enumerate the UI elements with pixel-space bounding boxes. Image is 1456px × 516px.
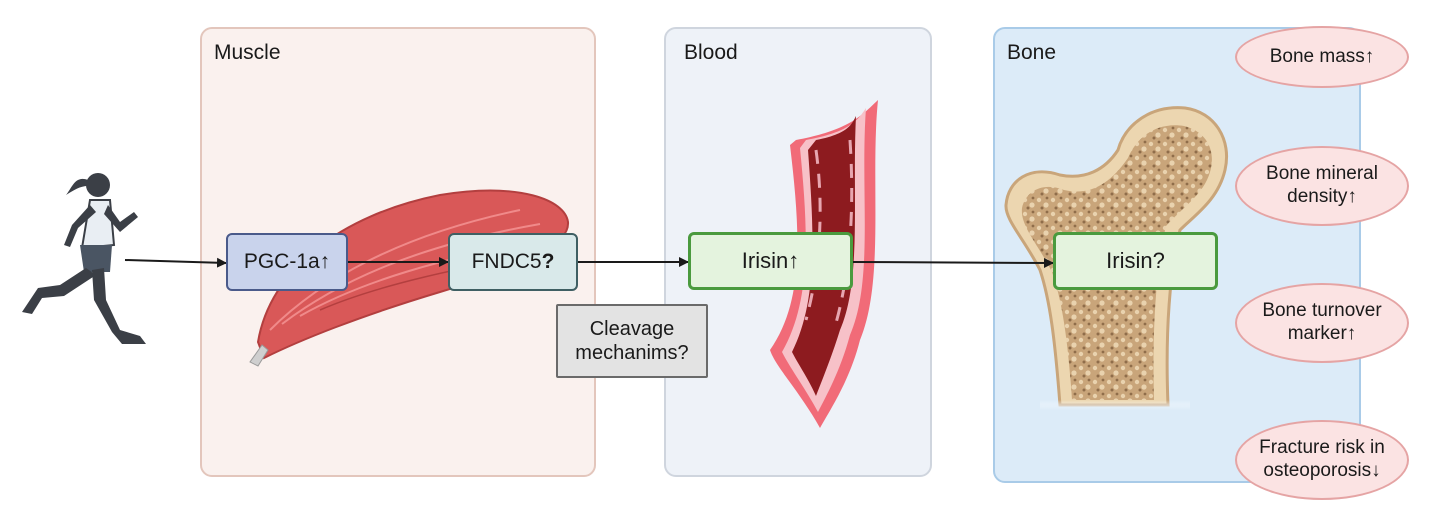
- outcome-bmd-label: Bone mineral density↑: [1266, 163, 1378, 207]
- cleavage-label: Cleavage mechanims?: [575, 318, 689, 364]
- muscle-panel-title: Muscle: [214, 41, 281, 64]
- outcome-bone-mass-label: Bone mass↑: [1269, 45, 1375, 67]
- bone-panel-title: Bone: [1007, 41, 1057, 64]
- cleavage-node: Cleavage mechanims?: [556, 304, 708, 378]
- fndc5-node: FNDC5?: [448, 233, 578, 291]
- muscle-illustration: [249, 189, 570, 367]
- fndc5-question-mark: ?: [541, 250, 555, 274]
- irisin-bone-node: Irisin?: [1053, 232, 1218, 290]
- irisin-blood-node: Irisin↑: [688, 232, 853, 290]
- outcome-fracture-label: Fracture risk in osteoporosis↓: [1259, 437, 1385, 481]
- blood-panel-title: Blood: [684, 41, 738, 64]
- outcome-bone-mineral-density: Bone mineral density↑: [1235, 146, 1409, 226]
- outcome-bone-turnover-marker: Bone turnover marker↑: [1235, 283, 1409, 363]
- runner-icon: [22, 173, 146, 344]
- irisin-blood-label: Irisin↑: [741, 247, 800, 273]
- pgc1a-node: PGC-1a↑: [226, 233, 348, 291]
- fndc5-label: FNDC5: [471, 250, 542, 274]
- arrow-irisin-to-bone: [852, 257, 1054, 268]
- pgc1a-label: PGC-1a↑: [243, 250, 331, 274]
- arrow-runner-to-pgc1a: [124, 257, 227, 268]
- outcome-turnover-label: Bone turnover marker↑: [1262, 300, 1382, 344]
- outcome-fracture-risk: Fracture risk in osteoporosis↓: [1235, 420, 1409, 500]
- outcome-bone-mass: Bone mass↑: [1235, 26, 1409, 88]
- irisin-bone-label: Irisin?: [1106, 247, 1165, 273]
